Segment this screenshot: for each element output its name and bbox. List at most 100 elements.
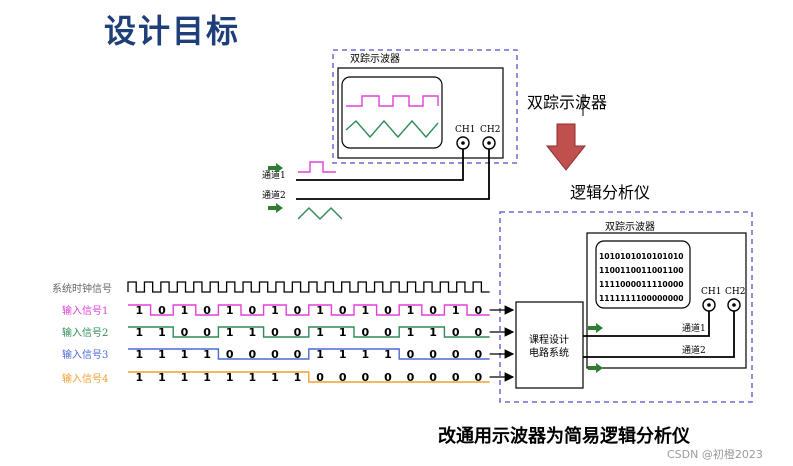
signal-1-bit-16: 0 (474, 304, 482, 317)
bottom-ch2-connector-dot (732, 303, 736, 307)
signal-2-bit-15: 0 (452, 326, 460, 339)
signal-3-bit-8: 0 (294, 348, 302, 361)
top-scope-green-trace (345, 119, 439, 139)
screen-line-3: 1111000011110000 (599, 280, 684, 289)
top-scope-title: 双踪示波器 (350, 52, 400, 65)
top-ch1-cable (296, 149, 464, 181)
signal-waveform-2 (128, 326, 490, 338)
bottom-upper-arrow-icon (588, 323, 603, 333)
signal-2-bit-11: 0 (361, 326, 369, 339)
signal-3-bit-11: 1 (361, 348, 369, 361)
signal-1-bit-7: 1 (271, 304, 279, 317)
bottom-ch1-cable (583, 311, 710, 337)
signal-waveform-3 (128, 348, 490, 360)
top-scope-screen (341, 76, 443, 149)
signal-3-bit-15: 0 (452, 348, 460, 361)
signal-2-bit-12: 0 (384, 326, 392, 339)
signal-3-bit-2: 1 (158, 348, 166, 361)
signal-2-bit-4: 0 (203, 326, 211, 339)
signal-3-bit-1: 1 (135, 348, 143, 361)
logic-analyzer-label: 逻辑分析仪 (570, 183, 650, 202)
signal-4-bit-13: 0 (407, 371, 415, 384)
signal-2-bit-5: 1 (226, 326, 234, 339)
signal-2-bit-1: 1 (135, 326, 143, 339)
clock-label: 系统时钟信号 (52, 282, 112, 295)
signal-2-bit-10: 1 (339, 326, 347, 339)
signal-1-bit-11: 1 (361, 304, 369, 317)
bottom-ch2-cable (583, 311, 735, 358)
signal-2-bit-14: 1 (429, 326, 437, 339)
signal-1-bit-9: 1 (316, 304, 324, 317)
signal-4-bit-1: 1 (135, 371, 143, 384)
bottom-ch2-label: CH2 (725, 287, 745, 297)
signal-1-bit-8: 0 (294, 304, 302, 317)
signal-3-bit-14: 0 (429, 348, 437, 361)
bottom-lower-arrow-icon (588, 363, 603, 373)
top-input1-pulse (298, 161, 336, 173)
signal-1-bit-4: 0 (203, 304, 211, 317)
signal-4-bit-6: 1 (248, 371, 256, 384)
signal-4-bit-16: 0 (474, 371, 482, 384)
signal-4-bit-3: 1 (181, 371, 189, 384)
signal-3-bit-13: 0 (407, 348, 415, 361)
signal-3-bit-5: 0 (226, 348, 234, 361)
top-ch2-cable (296, 149, 490, 200)
watermark: CSDN @初橙2023 (667, 448, 763, 461)
signal-3-bit-9: 1 (316, 348, 324, 361)
top-ch1-label: CH1 (455, 125, 475, 135)
signal-2-bit-9: 1 (316, 326, 324, 339)
top-ch2-label: CH2 (480, 125, 500, 135)
signal-2-bit-6: 1 (248, 326, 256, 339)
signal-1-bit-10: 0 (339, 304, 347, 317)
signal-4-bit-14: 0 (429, 371, 437, 384)
side-scope-label: 双踪示波器 (527, 93, 607, 112)
signal-3-bit-7: 0 (271, 348, 279, 361)
signal-3-bit-12: 1 (384, 348, 392, 361)
signal-1-bit-2: 0 (158, 304, 166, 317)
signal-1-bit-3: 1 (181, 304, 189, 317)
top-input1-arrow-icon (268, 163, 283, 173)
bottom-ch1-label: CH1 (701, 287, 721, 297)
signal-1-bit-12: 0 (384, 304, 392, 317)
signal-2-bit-3: 0 (181, 326, 189, 339)
signal-4-bit-10: 0 (339, 371, 347, 384)
signal-4-bit-15: 0 (452, 371, 460, 384)
screen-line-2: 1100110011001100 (599, 266, 684, 275)
signal-3-bit-6: 0 (248, 348, 256, 361)
signal-4-bit-8: 1 (294, 371, 302, 384)
signal-4-bit-2: 1 (158, 371, 166, 384)
signal-4-bit-11: 0 (361, 371, 369, 384)
circuit-box-line-2: 电路系统 (529, 346, 569, 359)
signal-4-bit-9: 0 (316, 371, 324, 384)
top-scope-dashed-frame (332, 49, 518, 164)
top-input2-arrow-icon (268, 203, 283, 213)
circuit-box-line-1: 课程设计 (529, 333, 569, 346)
signal-waveform-4 (128, 371, 490, 383)
signal-1-bit-14: 0 (429, 304, 437, 317)
top-ch2-connector-dot (487, 141, 491, 145)
top-scope-pink-trace (346, 95, 439, 107)
slide-title: 设计目标 (104, 12, 241, 50)
signal-2-bit-13: 1 (407, 326, 415, 339)
bottom-scope-screen (595, 240, 691, 309)
signal-label-4: 输入信号4 (62, 372, 108, 385)
signal-waveform-1 (128, 304, 490, 316)
top-input1-label: 通道1 (262, 169, 286, 181)
circuit-system-box (515, 301, 584, 389)
signal-label-2: 输入信号2 (62, 326, 108, 339)
signal-4-bit-7: 1 (271, 371, 279, 384)
screen-line-1: 1010101010101010 (599, 252, 684, 261)
signal-3-bit-16: 0 (474, 348, 482, 361)
screen-line-4: 1111111100000000 (599, 294, 684, 303)
signal-label-3: 输入信号3 (62, 348, 108, 361)
top-ch1-connector-dot (461, 141, 465, 145)
signal-1-bit-15: 1 (452, 304, 460, 317)
signal-1-bit-5: 1 (226, 304, 234, 317)
signal-1-bit-1: 1 (135, 304, 143, 317)
bottom-out2-label: 通道2 (682, 344, 706, 356)
transform-arrow-icon (545, 123, 587, 171)
